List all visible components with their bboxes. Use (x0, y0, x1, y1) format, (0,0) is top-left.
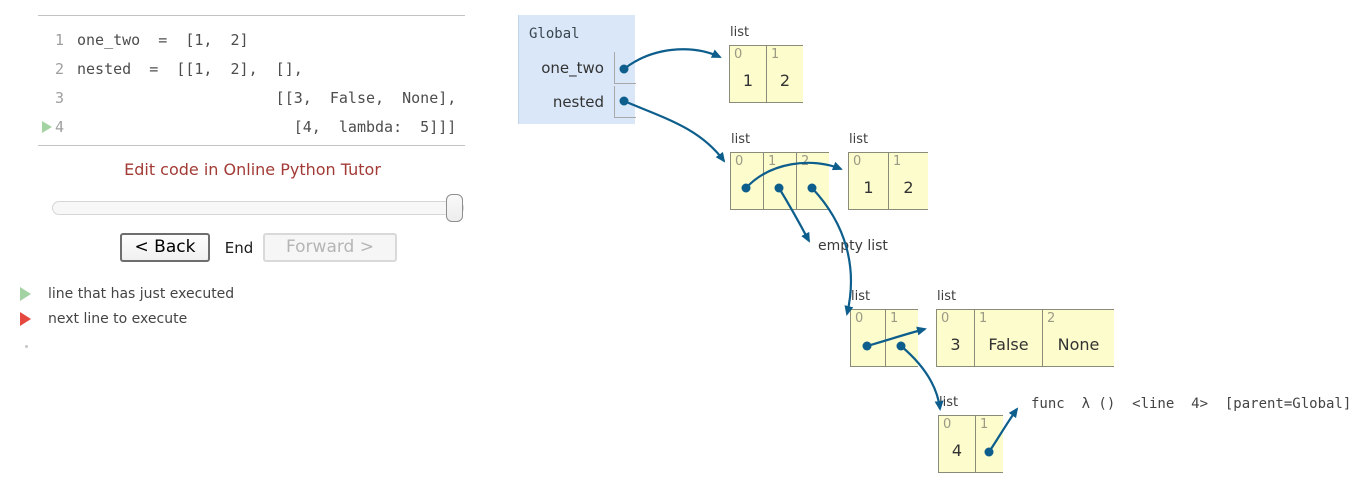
variable-value-slot (614, 86, 636, 118)
code-text: nested = [[1, 2], [], (77, 59, 303, 78)
cell-index: 2 (801, 154, 810, 169)
frame-title: Global (529, 26, 580, 42)
step-status-text: End (224, 239, 254, 257)
execution-slider[interactable] (52, 201, 464, 215)
code-top-divider (38, 15, 465, 16)
list-type-label: list (851, 289, 871, 304)
list-type-label: list (731, 132, 751, 147)
list-cell: 1 2 (766, 46, 803, 102)
heap-list: list 0 4 1 (938, 394, 1003, 473)
line-number: 2 (54, 59, 64, 78)
code-display: 1 one_two = [1, 2] 2 nested = [[1, 2], [… (0, 25, 505, 141)
list-cell: 1 (885, 310, 918, 366)
cell-value: None (1057, 335, 1100, 354)
cell-value: 3 (950, 335, 961, 354)
code-text: [4, lambda: 5]]] (77, 117, 457, 136)
list-type-label: list (849, 132, 869, 147)
code-bottom-divider (38, 145, 465, 146)
edit-code-link[interactable]: Edit code in Online Python Tutor (124, 160, 381, 179)
code-text: [[3, False, None], (77, 88, 457, 107)
code-line: 1 one_two = [1, 2] (0, 25, 505, 54)
cell-value: False (988, 335, 1029, 354)
heap-list: list 0 3 1 False 2 None (936, 288, 1114, 367)
heap-list: list 0 1 (850, 288, 918, 367)
variable-row: nested (519, 86, 636, 118)
slider-thumb[interactable] (446, 194, 463, 222)
code-line: 3 [[3, False, None], (0, 83, 505, 112)
heap-list: list 0 1 1 2 (729, 24, 803, 103)
red-arrow-icon (20, 312, 31, 326)
cell-value: 1 (863, 178, 874, 197)
reference-arrow (623, 99, 726, 163)
pointer-cell-value (851, 330, 885, 366)
lambda-function-label: func λ () <line 4> [parent=Global] (1031, 396, 1352, 412)
endpoint-dot-artifact (25, 345, 28, 348)
global-frame: Global one_two nested (518, 15, 636, 124)
pointer-cell-value (886, 330, 918, 366)
list-cell: 2 (796, 153, 829, 209)
cell-index: 1 (893, 154, 902, 169)
cell-index: 0 (943, 417, 952, 432)
list-cell: 0 1 (848, 153, 888, 209)
cell-index: 1 (979, 311, 988, 326)
code-line: 4 [4, lambda: 5]]] (0, 112, 505, 141)
cell-index: 0 (734, 47, 743, 62)
list-type-label: list (937, 289, 957, 304)
cell-value: 2 (903, 178, 914, 197)
line-number: 4 (54, 117, 64, 136)
pointer-cell-value (976, 436, 1003, 472)
list-cell: 0 4 (938, 416, 975, 472)
pointer-cell-value (731, 173, 763, 209)
pointer-cell-value (797, 173, 829, 209)
cell-index: 2 (1047, 311, 1056, 326)
code-line: 2 nested = [[1, 2], [], (0, 54, 505, 83)
list-type-label: list (730, 25, 750, 40)
variable-name: nested (552, 93, 604, 111)
cell-index: 1 (980, 417, 989, 432)
line-number: 3 (54, 88, 64, 107)
legend-label: next line to execute (48, 311, 188, 327)
heap-list: list 0 1 2 (730, 131, 829, 210)
cell-index: 1 (768, 154, 777, 169)
back-button[interactable]: < Back (120, 233, 210, 262)
cell-index: 0 (941, 311, 950, 326)
list-cell: 0 1 (729, 46, 766, 102)
cell-index: 1 (890, 311, 899, 326)
legend-item-next-line: next line to execute (20, 311, 187, 327)
list-cell: 1 2 (888, 153, 928, 209)
list-cell: 1 False (974, 310, 1042, 366)
cell-index: 0 (855, 311, 864, 326)
forward-button[interactable]: Forward > (263, 233, 397, 262)
list-cell: 0 (730, 153, 763, 209)
empty-list-label: empty list (818, 238, 888, 254)
list-cell: 1 (763, 153, 796, 209)
variable-value-slot (614, 52, 636, 84)
green-arrow-icon (20, 287, 31, 301)
reference-arrow (623, 48, 722, 70)
just-executed-arrow-icon (42, 120, 52, 133)
variable-name: one_two (541, 59, 604, 77)
list-cell: 0 3 (936, 310, 974, 366)
cell-value: 1 (742, 71, 754, 90)
cell-index: 0 (853, 154, 862, 169)
line-number: 1 (54, 30, 64, 49)
cell-value: 2 (779, 71, 791, 90)
list-cell: 0 (850, 310, 885, 366)
list-cell: 2 None (1042, 310, 1114, 366)
cell-index: 0 (735, 154, 744, 169)
cell-value: 4 (951, 441, 963, 460)
list-cell: 1 (975, 416, 1003, 472)
legend-label: line that has just executed (48, 286, 235, 302)
code-text: one_two = [1, 2] (77, 30, 249, 49)
legend-item-just-executed: line that has just executed (20, 286, 234, 302)
list-type-label: list (939, 395, 959, 410)
variable-row: one_two (519, 52, 636, 84)
cell-index: 1 (771, 47, 780, 62)
heap-list: list 0 1 1 2 (848, 131, 928, 210)
pointer-cell-value (764, 173, 796, 209)
